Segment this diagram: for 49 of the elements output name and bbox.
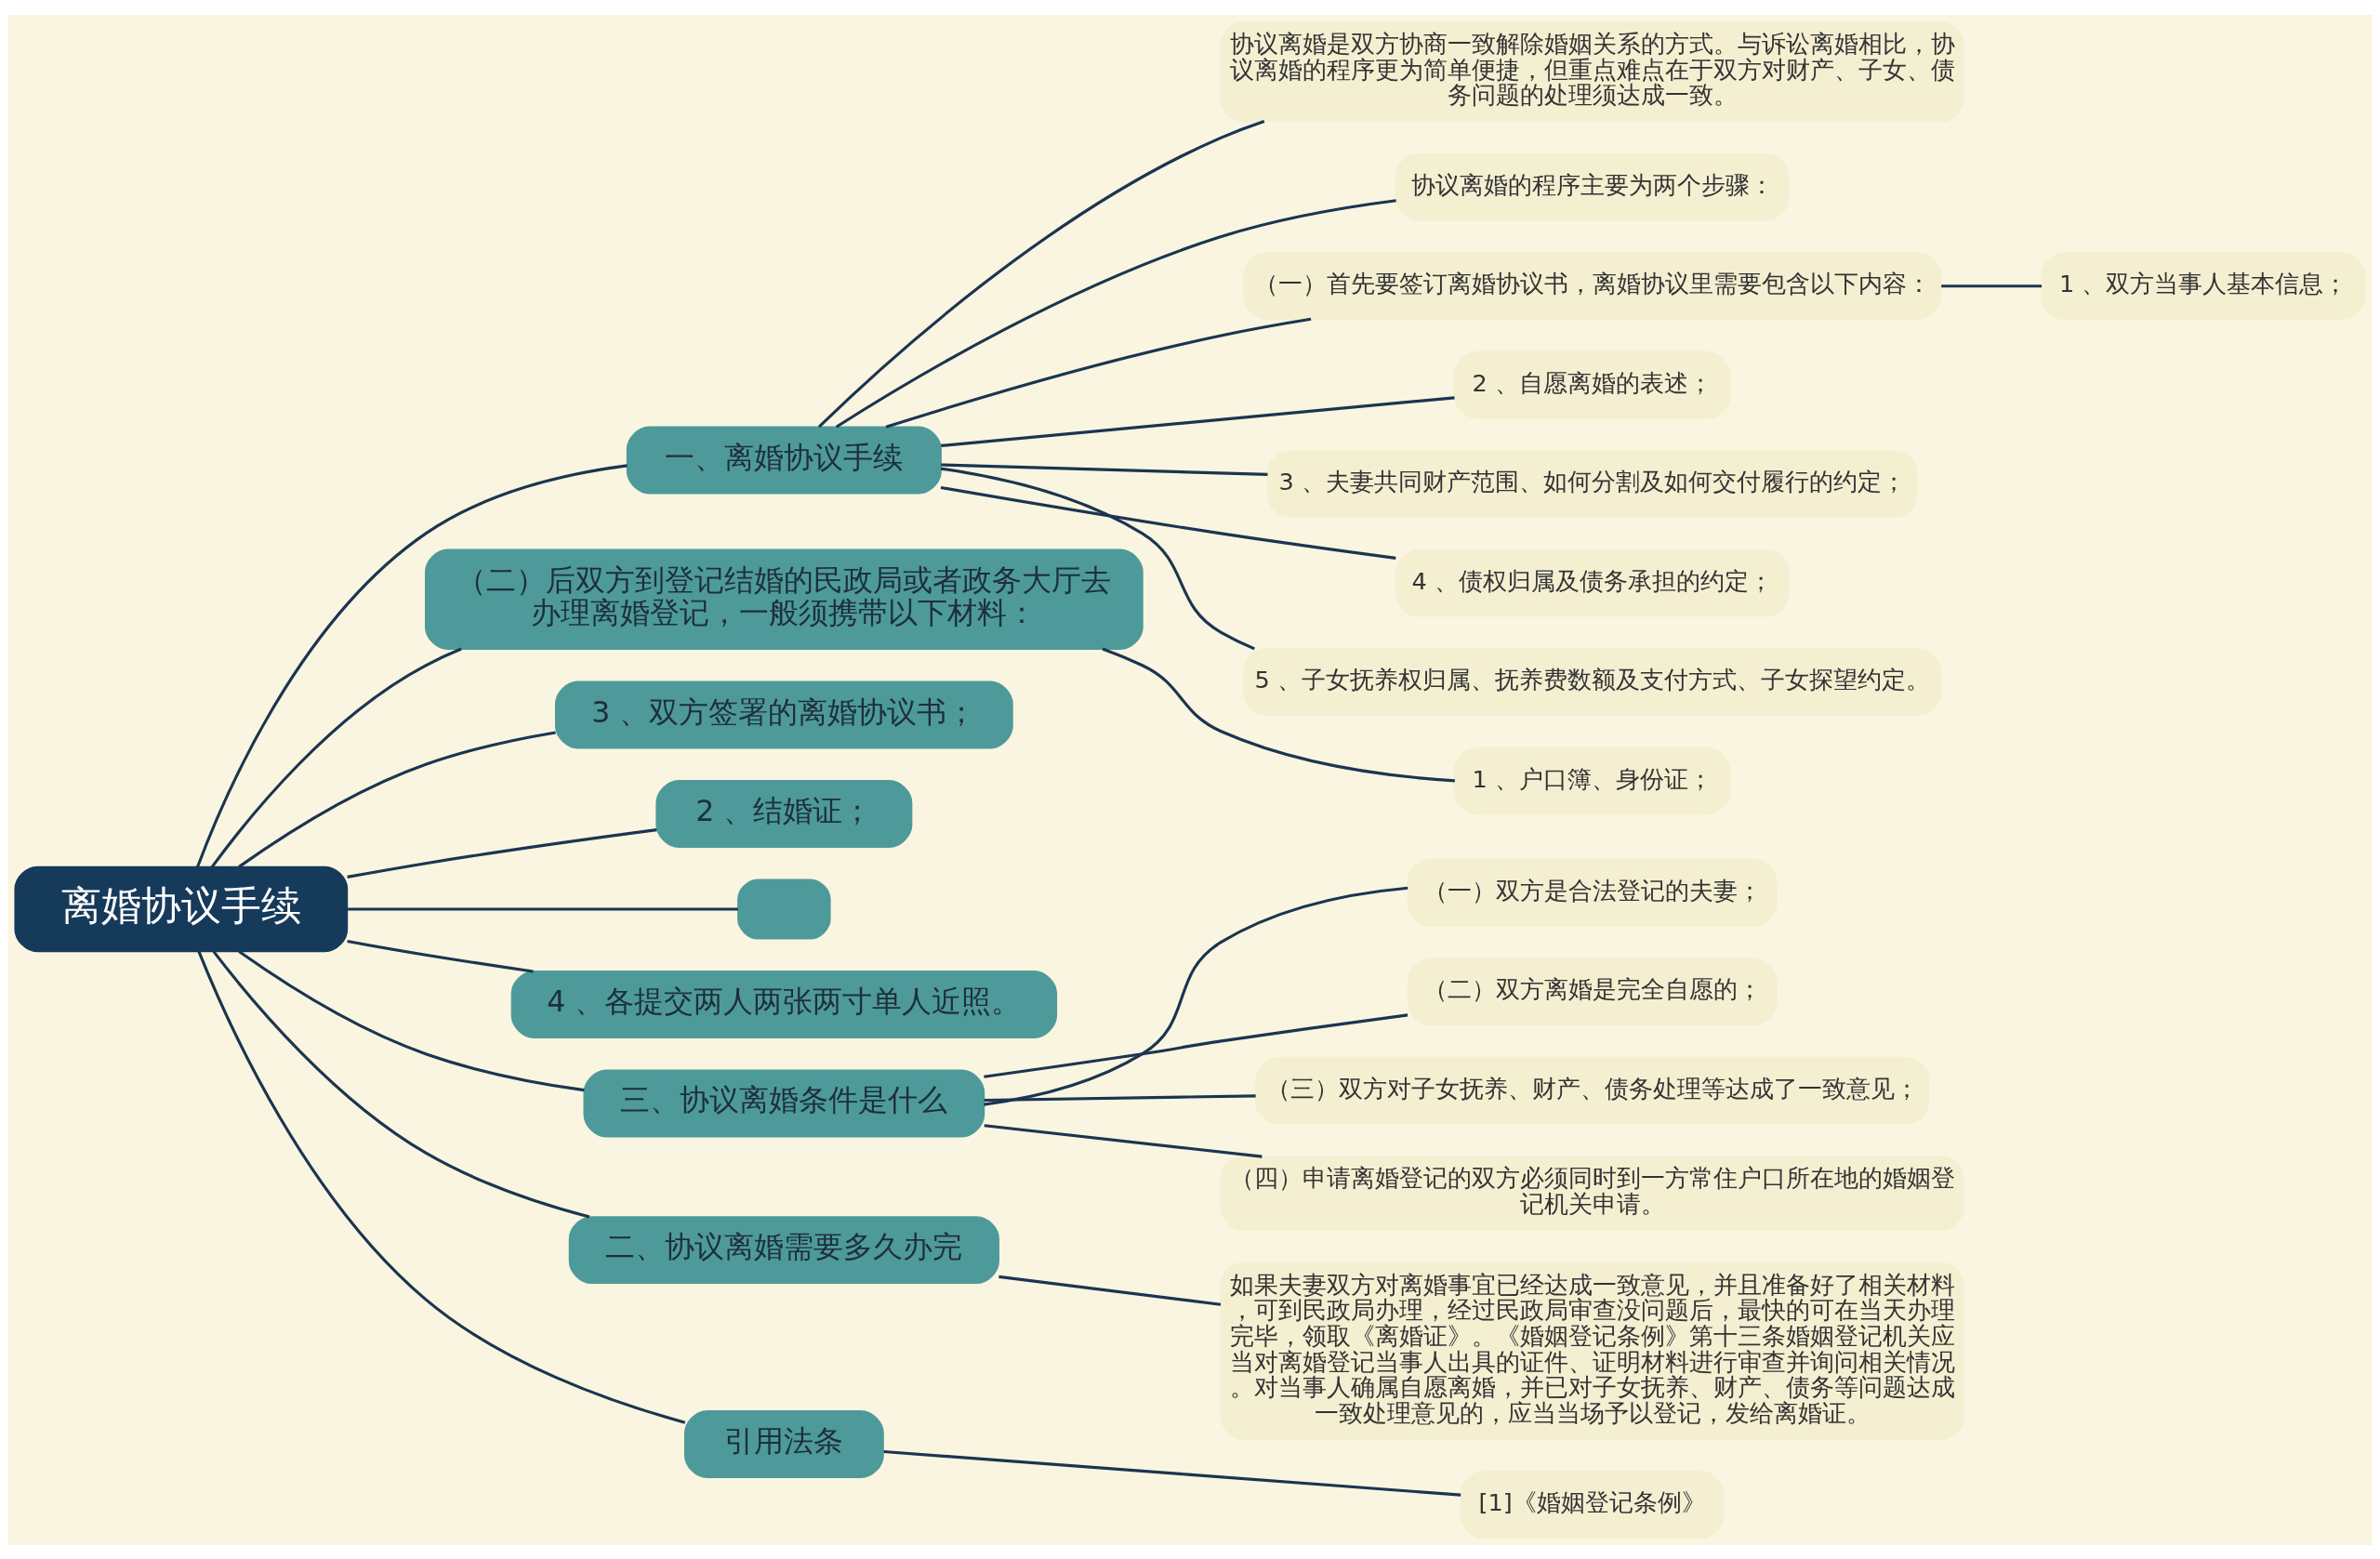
connector	[1102, 647, 1455, 782]
node-box: 4 、债权归属及债务承担的约定；	[1395, 548, 1790, 617]
connector	[238, 949, 585, 1091]
connector	[817, 119, 1265, 428]
node-box: （三）双方对子女抚养、财产、债务处理等达成了一致意见；	[1255, 1056, 1930, 1125]
node-box: 3 、夫妻共同财产范围、如何分割及如何交付履行的约定；	[1266, 449, 1918, 518]
node-box	[737, 878, 831, 939]
connector	[196, 463, 628, 867]
connector	[347, 827, 657, 879]
connector	[984, 1123, 1263, 1158]
node-box: （四）申请离婚登记的双方必须同时到一方常住户口所在地的婚姻登记机关申请。	[1220, 1155, 1964, 1231]
node-box: 1 、户口簿、身份证；	[1453, 746, 1731, 814]
connector	[197, 950, 686, 1424]
node-box: 协议离婚的程序主要为两个步骤：	[1395, 152, 1790, 221]
node-box: 三、协议离婚条件是什么	[583, 1068, 985, 1137]
node-box: 3 、双方签署的离婚协议书；	[554, 680, 1013, 748]
connector	[941, 462, 1268, 476]
connector	[347, 939, 534, 973]
connector	[885, 317, 1312, 429]
node-box: （一）双方是合法登记的夫妻；	[1407, 858, 1778, 927]
connector	[984, 1093, 1256, 1102]
node-box: 一、离婚协议手续	[626, 426, 942, 494]
node-box: 引用法条	[683, 1409, 884, 1478]
node-box: 5 、子女抚养权归属、抚养费数额及支付方式、子女探望约定。	[1243, 647, 1942, 716]
node-box: 4 、各提交两人两张两寸单人近照。	[510, 970, 1058, 1038]
connector	[835, 198, 1396, 429]
connector	[984, 1012, 1408, 1078]
connector	[984, 886, 1408, 1106]
node-box: 2 、自愿离婚的表述；	[1453, 350, 1731, 419]
node-box: 2 、结婚证；	[655, 779, 913, 848]
connector	[998, 1275, 1222, 1306]
node-box: 协议离婚是双方协商一致解除婚姻关系的方式。与诉讼离婚相比，协议离婚的程序更为简单便捷，但重点难点在于双方对财产、子女、债务问题的处理须达成一致。	[1220, 20, 1964, 122]
node-box: （一）首先要签订离婚协议书，离婚协议里需要包含以下内容：	[1243, 251, 1942, 320]
node-box: （二）后双方到登记结婚的民政局或者政务大厅去办理离婚登记，一般须携带以下材料：	[425, 548, 1144, 650]
node-box: 1 、双方当事人基本信息；	[2041, 251, 2366, 320]
connector	[883, 1449, 1461, 1497]
connector	[210, 647, 462, 868]
connector	[212, 950, 590, 1219]
connector	[347, 906, 738, 911]
connector	[941, 395, 1455, 447]
connector	[238, 730, 556, 868]
connector	[940, 467, 1255, 650]
node-box: 离婚协议手续	[14, 865, 349, 952]
connector	[940, 485, 1396, 560]
connector	[1941, 284, 2042, 287]
node-box: [1]《婚姻登记条例》	[1460, 1470, 1725, 1539]
node-box: （二）双方离婚是完全自愿的；	[1407, 957, 1778, 1025]
node-box: 二、协议离婚需要多久办完	[568, 1215, 999, 1284]
node-box: 如果夫妻双方对离婚事宜已经达成一致意见，并且准备好了相关材料，可到民政局办理，经过民政局审查没问题后，最快的可在当天办理完毕，领取《离婚证》。《婚姻登记条例》第十三条婚姻登记机关应当对离婚登记当事人出具的证件、证明材料进行审查并询问相关情况。对当事人确属自愿离婚，并已对子女抚养、财产、债务等问题达成一致处理意见的，应当当场予以登记，发给离婚证。	[1220, 1261, 1964, 1440]
